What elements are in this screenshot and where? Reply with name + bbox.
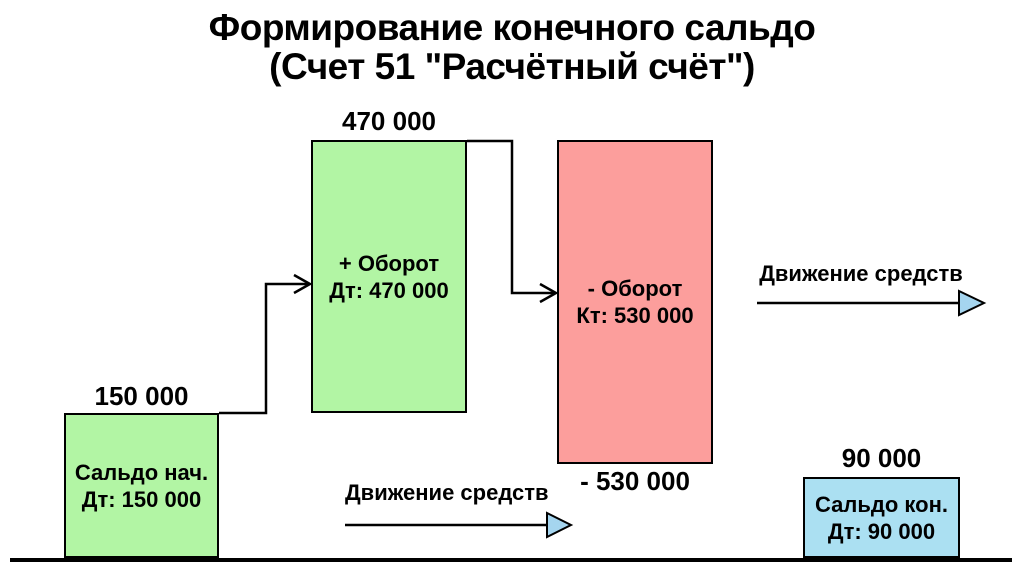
credit-turnover-name: - Оборот xyxy=(587,276,683,301)
arrowhead-into-debit-icon xyxy=(293,273,313,295)
opening-balance-box: Сальдо нач. Дт: 150 000 xyxy=(64,413,219,558)
connector-debit-to-credit xyxy=(467,139,554,295)
page-title-line1: Формирование конечного сальдо xyxy=(208,7,816,48)
page-title-line2: (Счет 51 "Расчётный счёт") xyxy=(269,46,755,87)
credit-turnover-value: Кт: 530 000 xyxy=(576,303,694,328)
connector-opening-to-debit xyxy=(219,282,308,415)
arrowhead-into-credit-icon xyxy=(539,282,559,304)
debit-turnover-amount-label: 470 000 xyxy=(342,106,436,136)
closing-balance-name: Сальдо кон. xyxy=(815,491,948,517)
closing-balance-amount-label: 90 000 xyxy=(841,443,922,473)
flow-label-right: Движение средств xyxy=(759,261,963,286)
page-title: Формирование конечного сальдо (Счет 51 "… xyxy=(0,8,1024,86)
debit-turnover-value: Дт: 470 000 xyxy=(329,277,449,303)
flow-arrow-bottom-head-icon xyxy=(546,511,574,539)
credit-turnover-box: - Оборот Кт: 530 000 xyxy=(557,140,713,464)
debit-turnover-box: + Оборот Дт: 470 000 xyxy=(311,140,467,413)
flow-arrow-right-head-icon xyxy=(958,289,987,317)
flow-label-bottom: Движение средств xyxy=(345,480,549,505)
opening-balance-value: Дт: 150 000 xyxy=(81,486,202,512)
opening-balance-name: Сальдо нач. xyxy=(74,459,209,485)
opening-balance-amount-label: 150 000 xyxy=(94,381,189,411)
debit-turnover-name: + Оборот xyxy=(338,250,440,276)
credit-turnover-amount-label: - 530 000 xyxy=(580,466,690,496)
closing-balance-value: Дт: 90 000 xyxy=(827,518,936,544)
closing-balance-box: Сальдо кон. Дт: 90 000 xyxy=(803,477,960,558)
